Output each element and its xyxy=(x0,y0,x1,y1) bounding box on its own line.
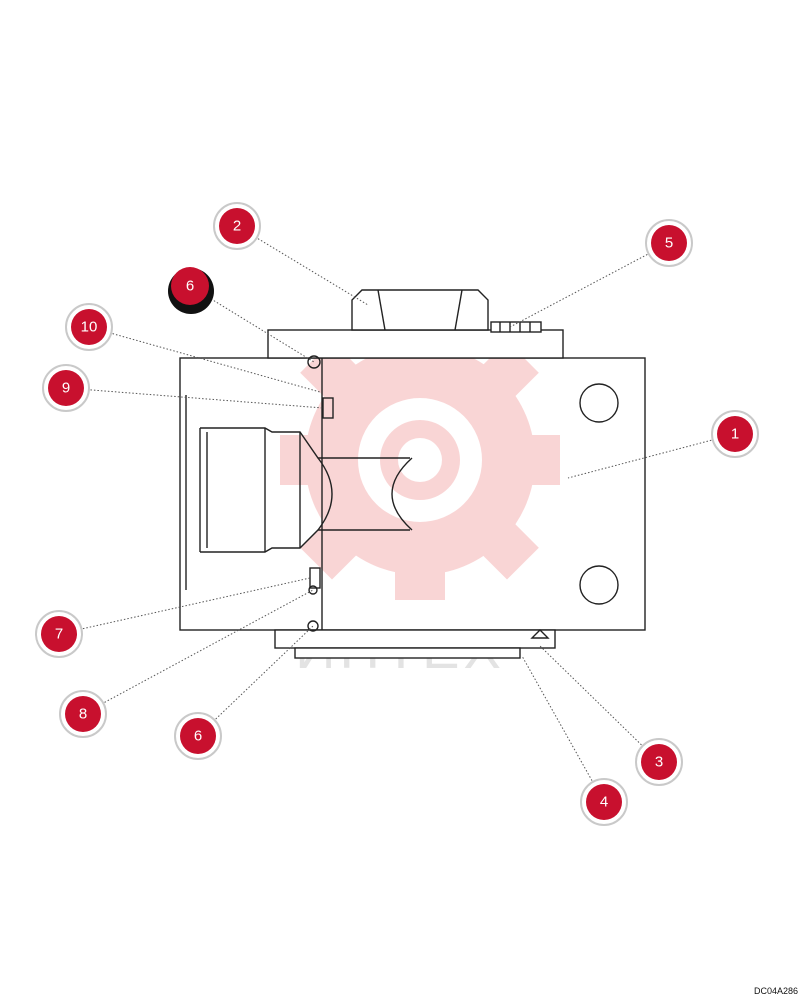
callout-6-bottom-label: 6 xyxy=(194,728,202,745)
callout-9[interactable]: 9 xyxy=(42,364,90,412)
callout-1-label: 1 xyxy=(731,426,739,443)
callout-6-top[interactable]: 6 xyxy=(168,267,214,314)
callout-10-label: 10 xyxy=(81,319,98,336)
seal-9 xyxy=(322,397,334,419)
callout-3[interactable]: 3 xyxy=(635,738,683,786)
callout-9-label: 9 xyxy=(62,380,70,397)
callout-8[interactable]: 8 xyxy=(59,690,107,738)
bolt-hole-top xyxy=(579,383,619,423)
callout-7[interactable]: 7 xyxy=(35,610,83,658)
callout-6-top-label: 6 xyxy=(186,278,194,295)
drawing-code: DC04A286 xyxy=(753,986,798,996)
callout-2[interactable]: 2 xyxy=(213,202,261,250)
seal-7 xyxy=(309,567,321,589)
leader-lines xyxy=(58,225,736,803)
o-ring-top xyxy=(307,355,321,369)
callout-1[interactable]: 1 xyxy=(711,410,759,458)
callout-10[interactable]: 10 xyxy=(65,303,113,351)
bottom-plate xyxy=(274,629,556,659)
callout-2-label: 2 xyxy=(233,218,241,235)
callout-8-label: 8 xyxy=(79,706,87,723)
bolt-hole-bottom xyxy=(579,565,619,605)
callout-6-bottom[interactable]: 6 xyxy=(174,712,222,760)
callout-5-label: 5 xyxy=(665,235,673,252)
top-plug xyxy=(267,289,564,359)
o-ring-8 xyxy=(308,585,318,595)
seal-rings xyxy=(307,355,334,632)
o-ring-bottom xyxy=(307,620,319,632)
callout-4[interactable]: 4 xyxy=(580,778,628,826)
callout-3-label: 3 xyxy=(655,754,663,771)
callout-7-label: 7 xyxy=(55,626,63,643)
callout-4-label: 4 xyxy=(600,794,608,811)
callout-5[interactable]: 5 xyxy=(645,219,693,267)
